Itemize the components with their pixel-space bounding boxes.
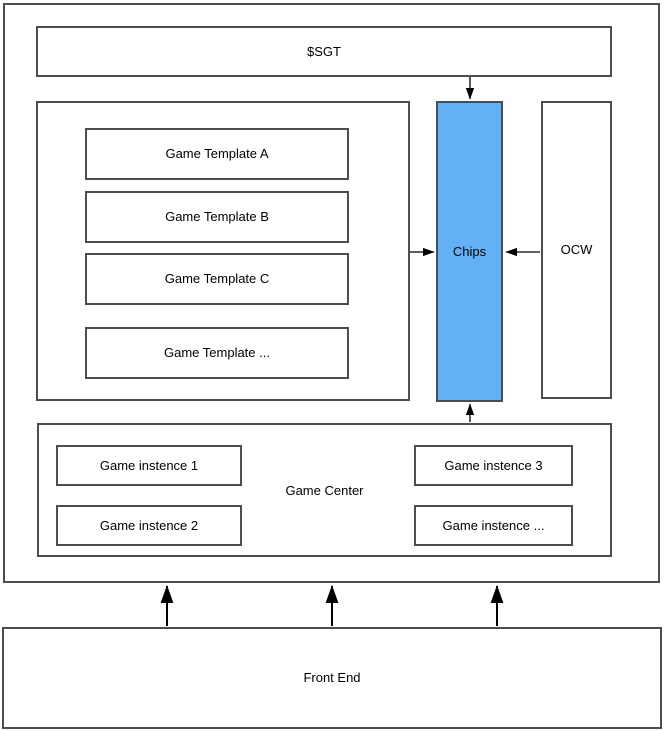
game-template-more-label: Game Template ... xyxy=(164,345,270,361)
game-instance-2-label: Game instence 2 xyxy=(99,517,199,533)
game-instance-2-box[interactable]: Game instence 2 xyxy=(56,505,242,546)
ocw-label: OCW xyxy=(560,242,593,258)
sgt-box[interactable]: $SGT xyxy=(36,26,612,77)
game-template-more-box[interactable]: Game Template ... xyxy=(85,327,349,379)
chips-label: Chips xyxy=(452,243,487,259)
game-template-b-box[interactable]: Game Template B xyxy=(85,191,349,243)
game-instance-1-box[interactable]: Game instence 1 xyxy=(56,445,242,486)
front-end-box[interactable]: Front End xyxy=(2,627,662,729)
sgt-label: $SGT xyxy=(307,43,341,59)
game-template-b-label: Game Template B xyxy=(165,209,269,225)
game-instance-more-box[interactable]: Game instence ... xyxy=(414,505,573,546)
game-instance-1-label: Game instence 1 xyxy=(99,457,199,473)
game-template-a-label: Game Template A xyxy=(165,146,269,162)
game-template-c-box[interactable]: Game Template C xyxy=(85,253,349,305)
game-template-a-box[interactable]: Game Template A xyxy=(85,128,349,180)
chips-box[interactable]: Chips xyxy=(436,101,503,402)
game-instance-3-label: Game instence 3 xyxy=(444,457,543,473)
game-instance-more-label: Game instence ... xyxy=(442,517,545,533)
game-instance-3-box[interactable]: Game instence 3 xyxy=(414,445,573,486)
game-center-label: Game Center xyxy=(285,483,364,498)
ocw-box[interactable]: OCW xyxy=(541,101,612,399)
game-template-c-label: Game Template C xyxy=(164,271,270,287)
front-end-label: Front End xyxy=(303,670,361,686)
